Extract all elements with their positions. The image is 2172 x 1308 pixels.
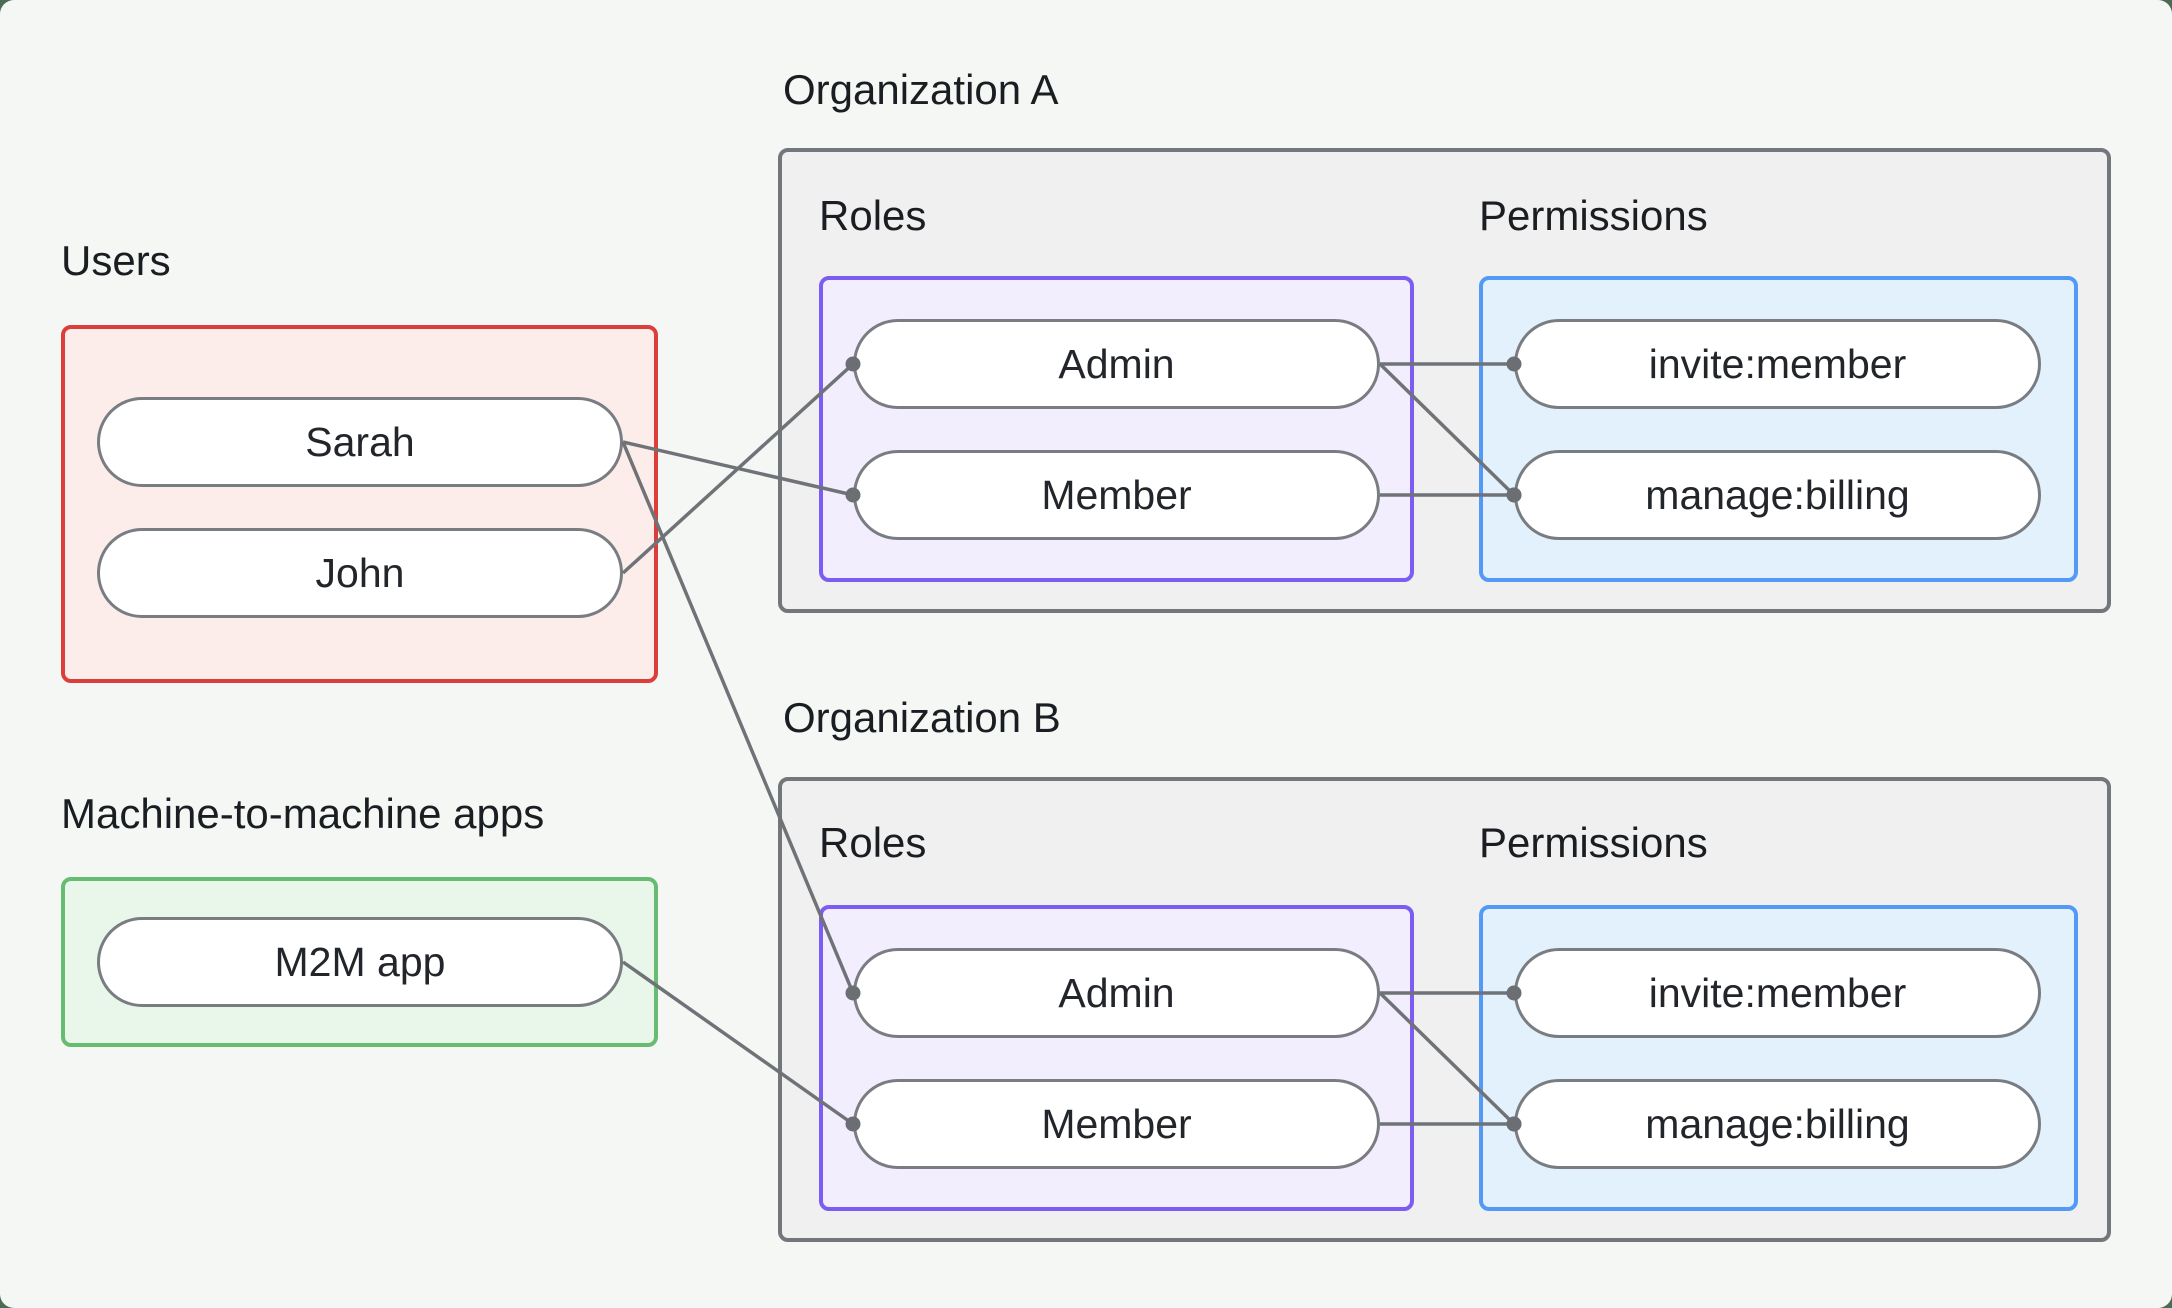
org-a-heading: Organization A	[783, 66, 1059, 113]
org-a-role-admin: Admin	[853, 319, 1380, 409]
m2m-app-node: M2M app	[97, 917, 623, 1007]
org-a-permissions-heading: Permissions	[1479, 192, 1708, 239]
org-a-permission-manage-billing: manage:billing	[1514, 450, 2041, 540]
org-b-permission-invite-member: invite:member	[1514, 948, 2041, 1038]
org-a-role-member: Member	[853, 450, 1380, 540]
org-b-permissions-heading: Permissions	[1479, 819, 1708, 866]
org-a-roles-heading: Roles	[819, 192, 927, 239]
org-b-permission-manage-billing: manage:billing	[1514, 1079, 2041, 1169]
user-node-sarah: Sarah	[97, 397, 623, 487]
org-b-heading: Organization B	[783, 694, 1061, 741]
user-node-john: John	[97, 528, 623, 618]
org-a-permission-invite-member: invite:member	[1514, 319, 2041, 409]
org-b-roles-heading: Roles	[819, 819, 927, 866]
m2m-group-heading: Machine-to-machine apps	[61, 790, 545, 837]
users-group-heading: Users	[61, 237, 171, 284]
org-b-role-admin: Admin	[853, 948, 1380, 1038]
users-group-box	[61, 325, 658, 683]
org-b-role-member: Member	[853, 1079, 1380, 1169]
